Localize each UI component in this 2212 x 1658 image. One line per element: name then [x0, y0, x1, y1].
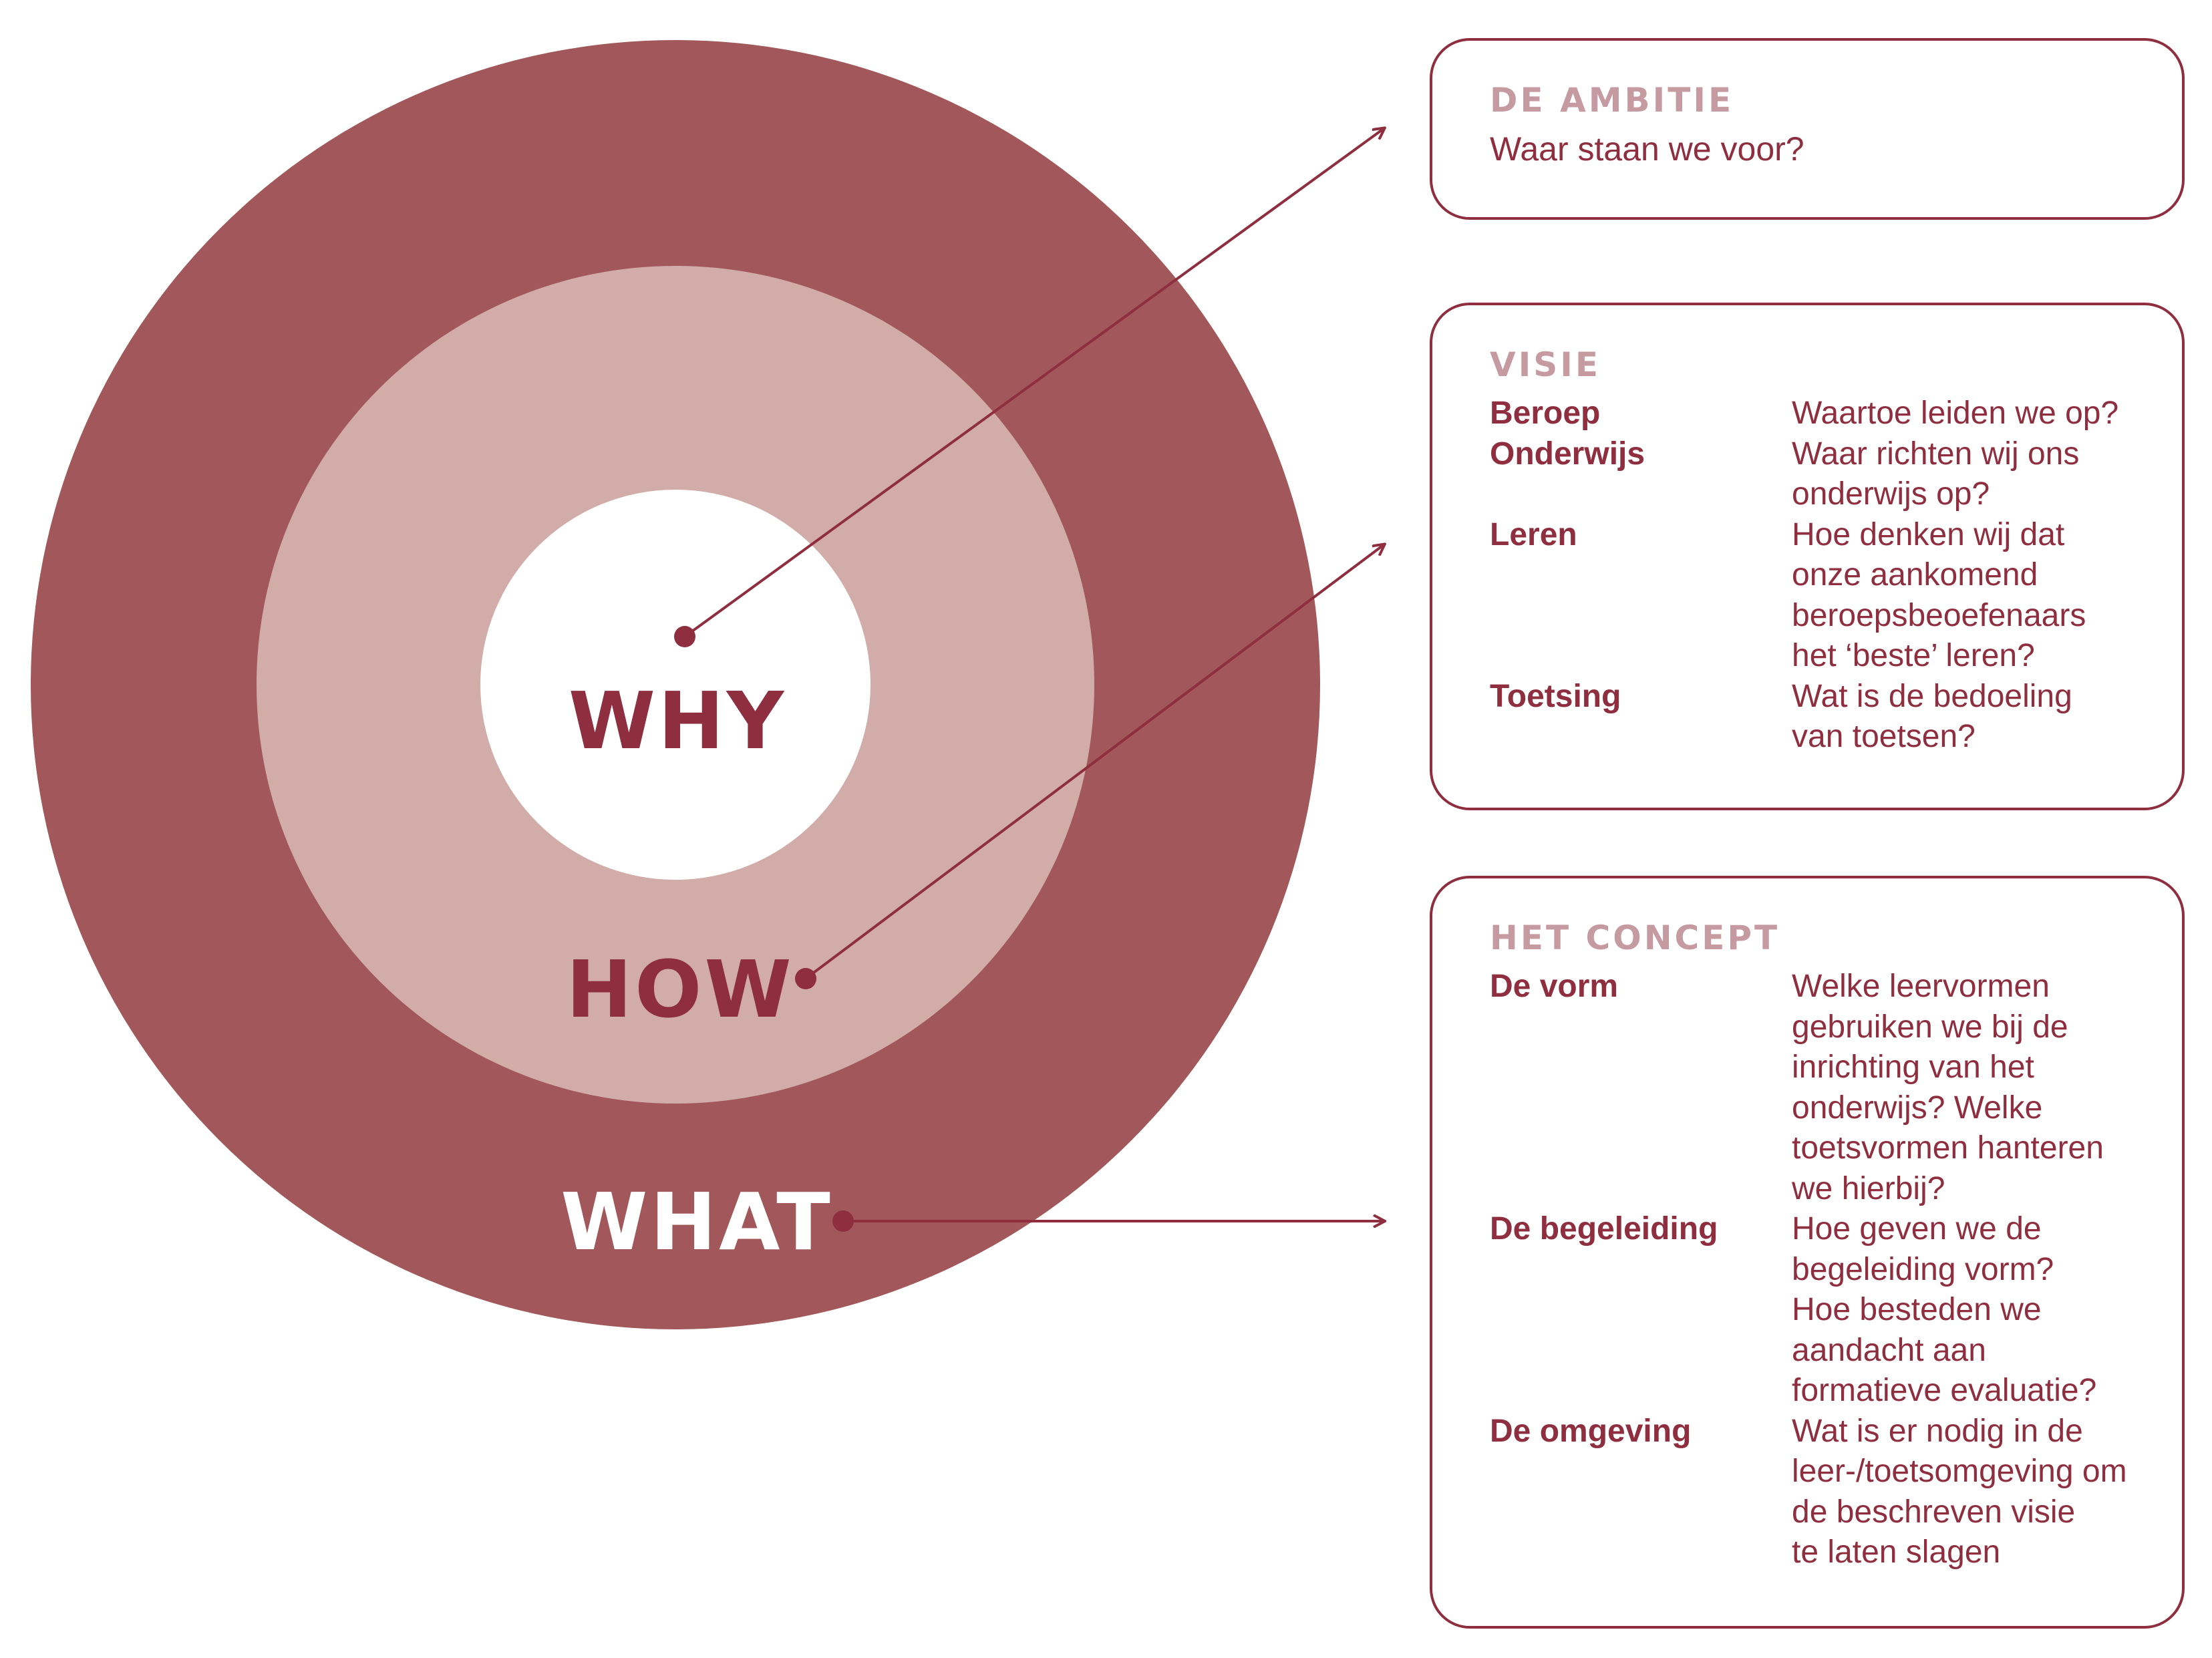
what-dot: [832, 1210, 854, 1232]
visie-desc: Waar richten wij ons onderwijs op?: [1792, 436, 2080, 512]
concept-row: De omgeving Wat is er nodig in de leer-/…: [1490, 1412, 2142, 1573]
why-dot: [674, 626, 695, 647]
visie-title: VISIE: [1490, 345, 1601, 384]
visie-row: Beroep Waartoe leiden we op?: [1490, 393, 2142, 434]
visie-term: Beroep: [1490, 395, 1601, 431]
visie-row: Leren Hoe denken wij dat onze aankomend …: [1490, 515, 2142, 677]
how-label: HOW: [566, 943, 794, 1035]
concept-term: De begeleiding: [1490, 1211, 1718, 1247]
connector-why-ambitie: [683, 128, 1384, 638]
concept-box: HET CONCEPT De vorm Welke leervormen geb…: [1430, 876, 2185, 1629]
concept-desc: Hoe geven we de begeleiding vorm? Hoe be…: [1792, 1211, 2097, 1408]
why-label: WHY: [569, 675, 786, 767]
ambitie-box: DE AMBITIE Waar staan we voor?: [1430, 38, 2185, 220]
visie-desc: Wat is de bedoeling van toetsen?: [1792, 678, 2072, 755]
connector-how-visie: [804, 544, 1384, 980]
what-label: WHAT: [561, 1176, 833, 1268]
concept-desc: Wat is er nodig in de leer-/toetsomgevin…: [1792, 1413, 2127, 1570]
visie-term: Leren: [1490, 516, 1577, 552]
ambitie-title: DE AMBITIE: [1490, 81, 1734, 120]
visie-desc: Waartoe leiden we op?: [1792, 395, 2119, 431]
concept-row: De begeleiding Hoe geven we de begeleidi…: [1490, 1209, 2142, 1412]
visie-box: VISIE Beroep Waartoe leiden we op? Onder…: [1430, 303, 2185, 810]
visie-term: Onderwijs: [1490, 436, 1645, 472]
concept-term: De omgeving: [1490, 1413, 1692, 1449]
concept-row: De vorm Welke leervormen gebruiken we bi…: [1490, 967, 2142, 1209]
visie-term: Toetsing: [1490, 678, 1621, 714]
visie-desc: Hoe denken wij dat onze aankomend beroep…: [1792, 516, 2086, 674]
concept-term: De vorm: [1490, 969, 1619, 1004]
how-dot: [795, 968, 816, 989]
inner-circle-why: [480, 490, 871, 880]
concept-title: HET CONCEPT: [1490, 919, 1780, 957]
visie-row: Toetsing Wat is de bedoeling van toetsen…: [1490, 677, 2142, 758]
concept-desc: Welke leervormen gebruiken we bij de inr…: [1792, 969, 2104, 1206]
ambitie-subtitle: Waar staan we voor?: [1490, 130, 1804, 168]
visie-row: Onderwijs Waar richten wij ons onderwijs…: [1490, 434, 2142, 515]
